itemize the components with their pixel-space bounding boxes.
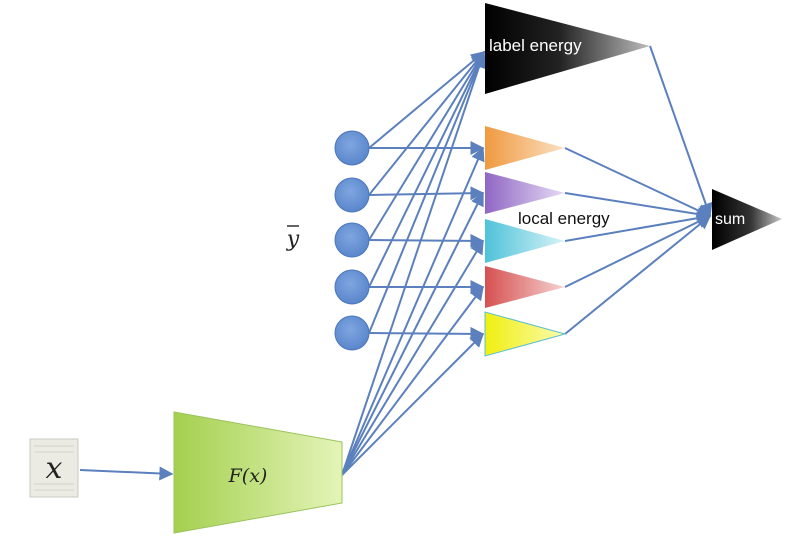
y-to-local-energy-edge bbox=[368, 326, 485, 341]
feature-to-energy-edge bbox=[341, 191, 484, 476]
feature-to-energy-edge bbox=[341, 239, 484, 476]
label-energy-to-sum-edge bbox=[649, 45, 713, 218]
local-energy-to-sum-edge bbox=[564, 147, 712, 217]
label-energy-label: label energy bbox=[489, 36, 582, 55]
local-energy-group: local energy bbox=[484, 126, 610, 357]
feature-to-energy-edge bbox=[341, 285, 484, 476]
y-node bbox=[334, 130, 370, 166]
y-bar-label: y bbox=[286, 227, 300, 252]
y-to-local-energy-edge bbox=[368, 233, 485, 248]
feature-extractor: F(x) bbox=[173, 411, 343, 534]
input-label: x bbox=[46, 451, 63, 486]
input-edge bbox=[79, 466, 174, 481]
feature-to-energy-edge bbox=[341, 53, 486, 476]
input-image: x bbox=[29, 438, 79, 498]
local-energy-to-sum-edge bbox=[564, 215, 712, 335]
y-to-label-energy-edge bbox=[368, 50, 485, 288]
local-energy-node bbox=[485, 266, 565, 308]
y-bar-label-group: y bbox=[286, 225, 300, 252]
y-to-label-energy-edge bbox=[368, 50, 486, 334]
sum-node: sum bbox=[712, 189, 782, 250]
local-energy-to-sum-edge bbox=[564, 215, 712, 288]
y-to-label-energy-edge bbox=[368, 51, 486, 149]
local-energy-node bbox=[484, 311, 567, 357]
feature-label: F(x) bbox=[228, 465, 268, 487]
feature-to-energy-edge bbox=[341, 146, 485, 476]
y-to-label-energy-edge bbox=[368, 50, 485, 196]
local-energy-node bbox=[485, 126, 565, 170]
local-energy-to-sum-edge bbox=[564, 211, 712, 242]
local-energy-node bbox=[485, 172, 565, 214]
feature-to-energy-edge bbox=[341, 333, 484, 476]
local-energy-to-sum-edge bbox=[564, 192, 712, 221]
local-energy-node bbox=[485, 219, 565, 263]
sum-label: sum bbox=[715, 211, 745, 228]
label-energy-node: label energy bbox=[485, 3, 650, 94]
y-to-label-energy-edge bbox=[368, 50, 485, 241]
y-node bbox=[334, 222, 370, 258]
y-node bbox=[334, 269, 370, 305]
y-node bbox=[334, 177, 370, 213]
y-node-group bbox=[334, 130, 370, 351]
y-node bbox=[334, 315, 370, 351]
edge-group bbox=[79, 45, 713, 481]
local-energy-label: local energy bbox=[518, 209, 610, 228]
